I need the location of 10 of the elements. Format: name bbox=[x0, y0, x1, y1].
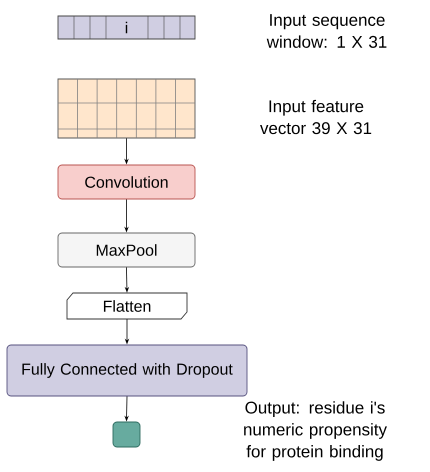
output-square bbox=[112, 422, 140, 448]
layer-box: Fully Connected with Dropout bbox=[6, 344, 248, 396]
flatten-box: Flatten bbox=[66, 292, 188, 320]
feature-grid bbox=[58, 78, 196, 138]
caption-text: Input feature vector 39 X 31 bbox=[260, 100, 372, 134]
sequence-window-bar: i bbox=[58, 16, 196, 40]
layer-box: Convolution bbox=[58, 164, 196, 200]
caption-text: Output: residue i's numeric propensity for protein binding bbox=[244, 401, 387, 461]
layer-box: MaxPool bbox=[58, 232, 196, 268]
caption-text: Input sequence window: 1 X 31 bbox=[266, 14, 386, 48]
